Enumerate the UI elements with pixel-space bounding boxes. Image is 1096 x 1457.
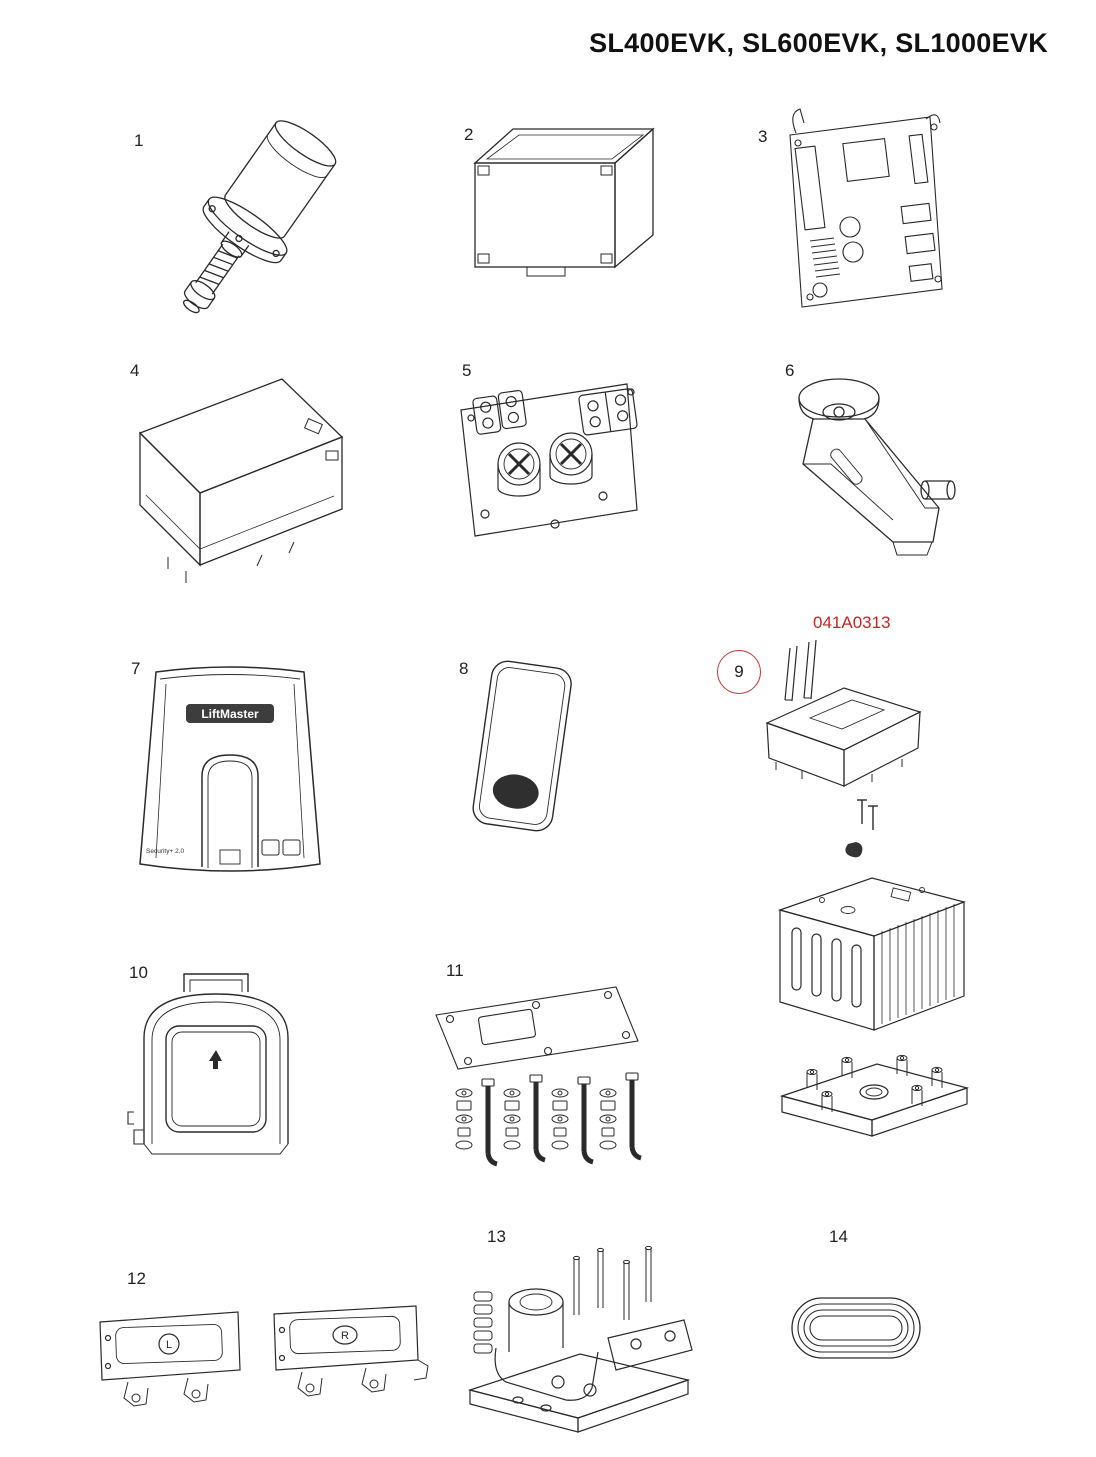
- part-label-2: 2: [464, 125, 474, 144]
- operator-cover-drawing: LiftMaster Security+ 2.0: [139, 666, 321, 872]
- control-board-drawing: [789, 108, 943, 308]
- grommet: [845, 842, 863, 858]
- callout-part-number: 041A0313: [813, 613, 891, 632]
- motor-drawing: [182, 120, 337, 314]
- up-arrow-icon: [209, 1050, 222, 1069]
- gasket-drawing: [791, 1297, 921, 1359]
- right-bracket-letter: R: [341, 1330, 349, 1342]
- part-label-4: 4: [130, 361, 140, 380]
- access-door-drawing: [472, 660, 572, 832]
- part-label-9: 9: [734, 662, 744, 681]
- part-label-11: 11: [446, 961, 464, 980]
- part-label-13: 13: [487, 1227, 506, 1246]
- liftmaster-badge: [186, 704, 274, 723]
- idler-bracket-drawing: [798, 378, 956, 556]
- security-label-text: Security+ 2.0: [146, 848, 185, 855]
- liftmaster-badge-text: LiftMaster: [201, 707, 259, 721]
- part-label-14: 14: [829, 1227, 848, 1246]
- page-title: SL400EVK, SL600EVK, SL1000EVK: [589, 28, 1048, 58]
- part-label-10: 10: [129, 963, 148, 982]
- gearbox-base-drawing: [467, 1245, 693, 1433]
- mounting-plate-hardware-drawing: [435, 986, 642, 1167]
- part-label-9-callout-circle: 9: [717, 650, 761, 694]
- part-label-7: 7: [131, 659, 141, 678]
- capacitor-terminal-board-drawing: [460, 383, 638, 537]
- rail-brackets-drawing: L R: [99, 1305, 429, 1407]
- cover-panel-drawing: [138, 378, 344, 583]
- part-label-6: 6: [785, 361, 795, 380]
- transformer-drawing: [473, 127, 655, 277]
- frame-handle-drawing: [127, 973, 289, 1155]
- part-label-8: 8: [459, 659, 469, 678]
- door-vent: [492, 774, 539, 809]
- part-label-5: 5: [462, 361, 472, 380]
- part-label-3: 3: [758, 127, 768, 146]
- left-bracket-letter: L: [166, 1339, 172, 1351]
- part-label-12: 12: [127, 1269, 146, 1288]
- chassis-assembly-drawing: [765, 639, 970, 1137]
- part-label-1: 1: [134, 131, 144, 150]
